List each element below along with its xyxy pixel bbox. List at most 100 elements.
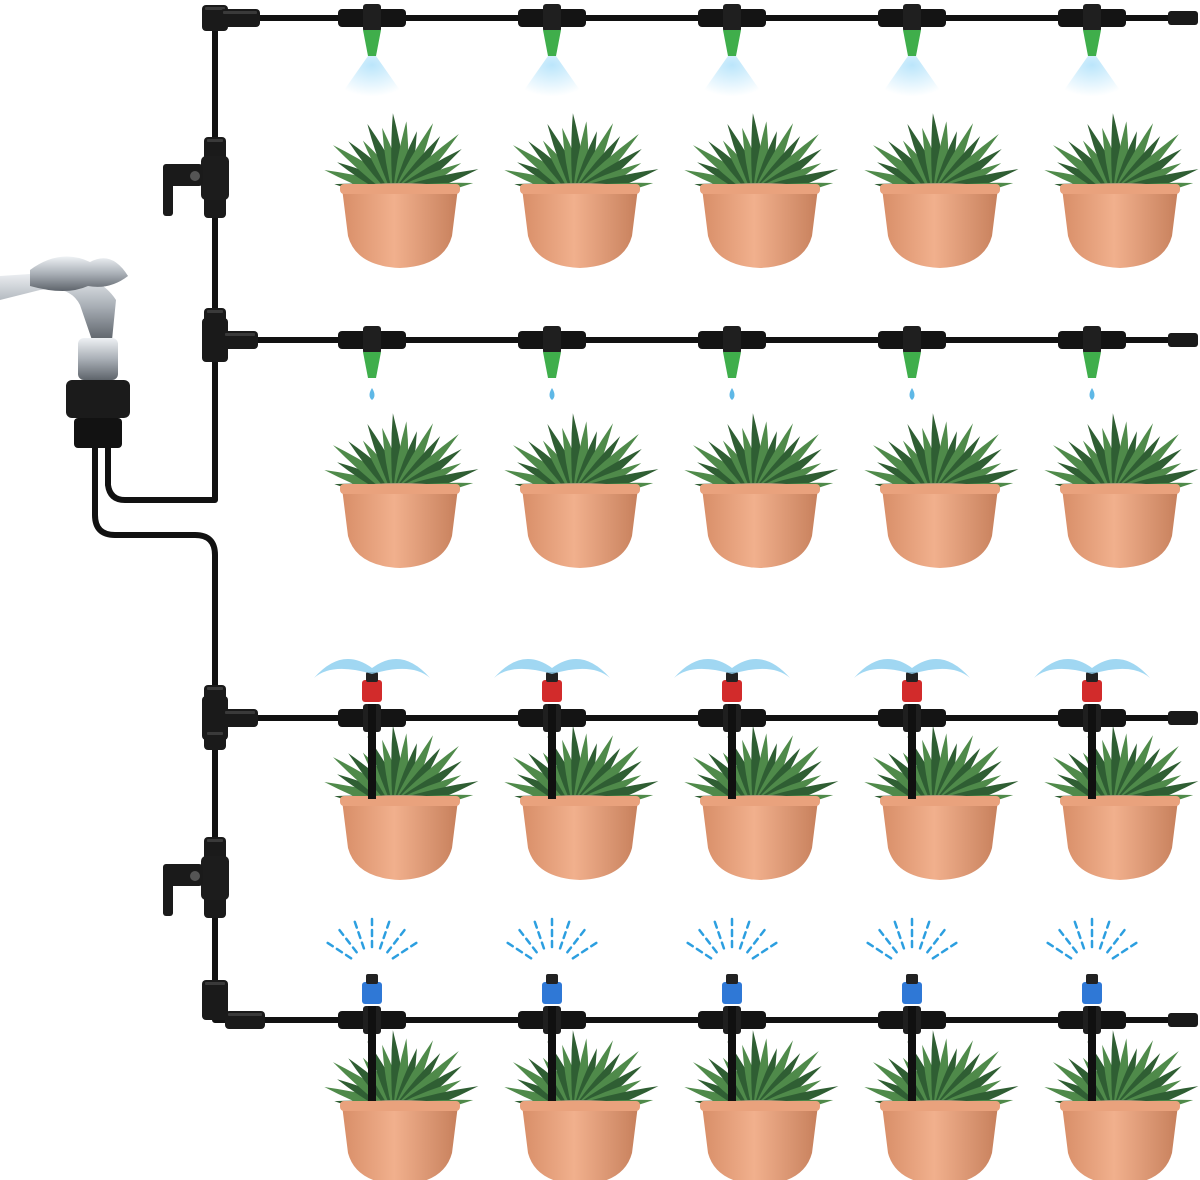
pot-rim bbox=[700, 796, 820, 806]
water-jet bbox=[686, 941, 694, 948]
water-jet bbox=[533, 920, 539, 929]
end-plug bbox=[1168, 1013, 1198, 1027]
coupler-highlight bbox=[207, 139, 223, 142]
pot-rim bbox=[520, 184, 640, 194]
leaf bbox=[753, 743, 777, 808]
water-jet bbox=[524, 953, 533, 960]
water-jet bbox=[717, 931, 722, 940]
pot-rim bbox=[1060, 796, 1180, 806]
pot bbox=[522, 1105, 638, 1180]
water-jet bbox=[579, 928, 586, 937]
mist-spray bbox=[880, 56, 944, 101]
water-jet bbox=[884, 937, 892, 945]
water-jet bbox=[704, 937, 712, 945]
pot-rim bbox=[520, 484, 640, 494]
green-misting-nozzle bbox=[903, 30, 921, 56]
blue-stake-sprinkler-cap bbox=[366, 974, 378, 984]
water-jet bbox=[745, 920, 751, 929]
pot bbox=[522, 488, 638, 568]
valve-screw bbox=[190, 171, 200, 181]
water-jet bbox=[565, 920, 571, 929]
pot bbox=[342, 488, 458, 568]
water-jet bbox=[738, 941, 744, 950]
leaf bbox=[573, 1048, 597, 1113]
pot bbox=[522, 800, 638, 880]
pot-rim bbox=[520, 796, 640, 806]
valve-icon bbox=[163, 156, 229, 216]
water-jet bbox=[1055, 947, 1064, 954]
pot-rim bbox=[880, 796, 1000, 806]
green-drip-nozzle-tee-body bbox=[363, 326, 381, 354]
potted-plant bbox=[504, 725, 659, 880]
end-plug bbox=[1168, 333, 1198, 347]
water-jet bbox=[751, 953, 760, 960]
water-jet bbox=[1111, 953, 1120, 960]
green-misting-nozzle bbox=[723, 30, 741, 56]
water-jet bbox=[932, 937, 940, 945]
water-jet bbox=[770, 941, 778, 948]
pot bbox=[702, 1105, 818, 1180]
mist-spray bbox=[1060, 56, 1124, 101]
water-jet bbox=[759, 928, 766, 937]
water-jet bbox=[1073, 920, 1079, 929]
potted-plant bbox=[684, 1030, 839, 1180]
water-fan bbox=[1034, 659, 1150, 678]
pot-rim bbox=[1060, 484, 1180, 494]
leaf bbox=[933, 743, 957, 808]
water-jet bbox=[506, 941, 514, 948]
water-jet bbox=[353, 920, 359, 929]
red-stake-sprinkler-cap bbox=[1086, 672, 1098, 682]
water-jet bbox=[891, 946, 898, 954]
water-jet bbox=[1064, 953, 1073, 960]
blue-stake-sprinkler-head bbox=[902, 982, 922, 1004]
pot bbox=[1062, 800, 1178, 880]
potted-plant bbox=[1044, 113, 1199, 268]
water-jet bbox=[950, 941, 958, 948]
water-jet bbox=[1077, 931, 1082, 940]
green-drip-nozzle bbox=[723, 352, 741, 378]
potted-plant bbox=[1044, 725, 1199, 880]
red-stake-sprinkler-head bbox=[1082, 680, 1102, 702]
fixtures bbox=[0, 156, 229, 916]
pot-rim bbox=[700, 184, 820, 194]
potted-plant bbox=[324, 725, 479, 880]
leaf bbox=[753, 1048, 777, 1113]
blue-stake-sprinkler-cap bbox=[546, 974, 558, 984]
end-plug bbox=[1168, 711, 1198, 725]
water-jet bbox=[524, 937, 532, 945]
pot-rim bbox=[1060, 1101, 1180, 1111]
water-jet bbox=[1098, 941, 1104, 950]
pot bbox=[342, 188, 458, 268]
pot bbox=[1062, 1105, 1178, 1180]
leaf bbox=[753, 431, 777, 496]
red-stake-sprinkler-stake bbox=[908, 704, 916, 799]
end-plug bbox=[1168, 11, 1198, 25]
potted-plant bbox=[324, 113, 479, 268]
red-stake-sprinkler-head bbox=[542, 680, 562, 702]
water-jet bbox=[344, 953, 353, 960]
blue-stake-sprinkler-cap bbox=[726, 974, 738, 984]
water-drop bbox=[369, 388, 375, 400]
coupler-highlight bbox=[207, 687, 223, 690]
green-misting-nozzle-tee-body bbox=[543, 4, 561, 32]
water-jet bbox=[1058, 928, 1065, 937]
water-jet bbox=[572, 937, 580, 945]
leaf bbox=[1113, 743, 1137, 808]
water-fan bbox=[494, 659, 610, 678]
water-fan bbox=[854, 659, 970, 678]
valve-lever-tab bbox=[163, 164, 173, 216]
pot-rim bbox=[340, 184, 460, 194]
coupler-highlight bbox=[225, 333, 255, 336]
water-jet bbox=[878, 928, 885, 937]
water-jet bbox=[344, 937, 352, 945]
coupler-highlight bbox=[207, 839, 223, 842]
potted-plant bbox=[684, 725, 839, 880]
green-drip-nozzle bbox=[363, 352, 381, 378]
water-jet bbox=[746, 946, 753, 954]
water-jet bbox=[558, 941, 564, 950]
water-jet bbox=[540, 941, 546, 950]
leaf bbox=[393, 743, 417, 808]
y-splitter bbox=[74, 418, 122, 448]
coupler-highlight bbox=[207, 732, 223, 735]
coupler-highlight bbox=[223, 11, 257, 14]
